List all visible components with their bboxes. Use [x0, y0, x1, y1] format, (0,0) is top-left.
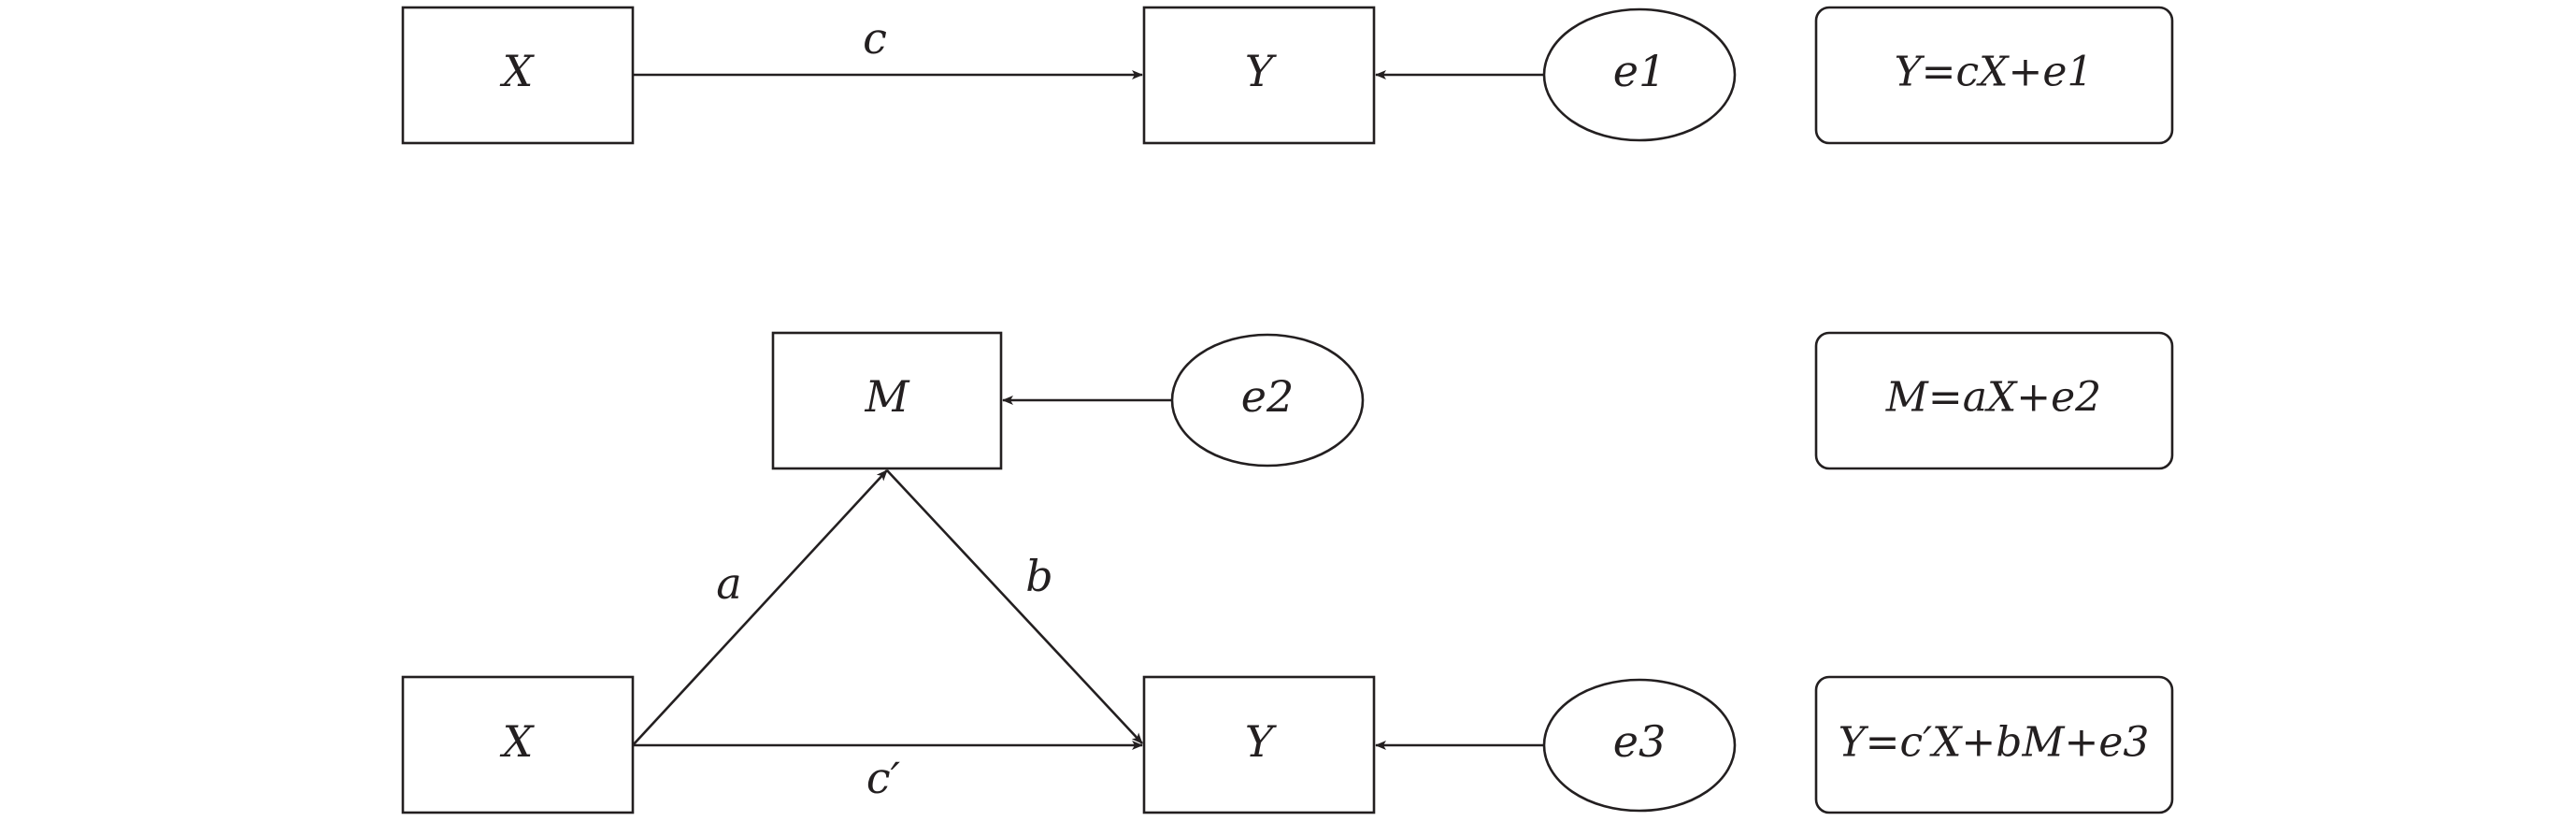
model2-path-c-prime-label: c′ [866, 753, 901, 803]
model2-path-a [632, 469, 888, 746]
model1-error-label: e1 [1613, 46, 1667, 96]
model1-y-label: Y [1245, 46, 1278, 96]
model1-group: X Y e1 c Y=cX+e1 [401, 6, 2174, 145]
model2-equation-y-box [1814, 675, 2174, 814]
model2-error-y-label: e3 [1613, 716, 1667, 767]
model2-path-a-label: a [716, 558, 741, 609]
model1-path-c-label: c [863, 13, 887, 64]
model2-m-label: M [864, 371, 910, 422]
model2-path-b-label: b [1025, 551, 1052, 601]
model1-equation: Y=cX+e1 [1895, 49, 2094, 96]
model2-equation-m-box [1814, 331, 2174, 470]
model2-equation-m: M=aX+e2 [1885, 374, 2101, 422]
model2-path-b [886, 469, 1143, 744]
model2-group: M e2 M=aX+e2 X Y e3 a b c′ Y=c′X+bM+e3 [401, 331, 2174, 814]
model1-x-node [401, 6, 635, 145]
model2-error-m-label: e2 [1241, 371, 1295, 422]
model2-equation-y: Y=c′X+bM+e3 [1839, 719, 2150, 767]
model2-x-node [401, 675, 635, 814]
model2-y-node [1142, 675, 1376, 814]
model1-equation-box [1814, 6, 2174, 145]
model2-m-node [771, 331, 1003, 470]
model2-x-label: X [500, 716, 536, 767]
model2-y-label: Y [1245, 716, 1278, 767]
model1-x-label: X [500, 46, 536, 96]
model1-y-node [1142, 6, 1376, 145]
